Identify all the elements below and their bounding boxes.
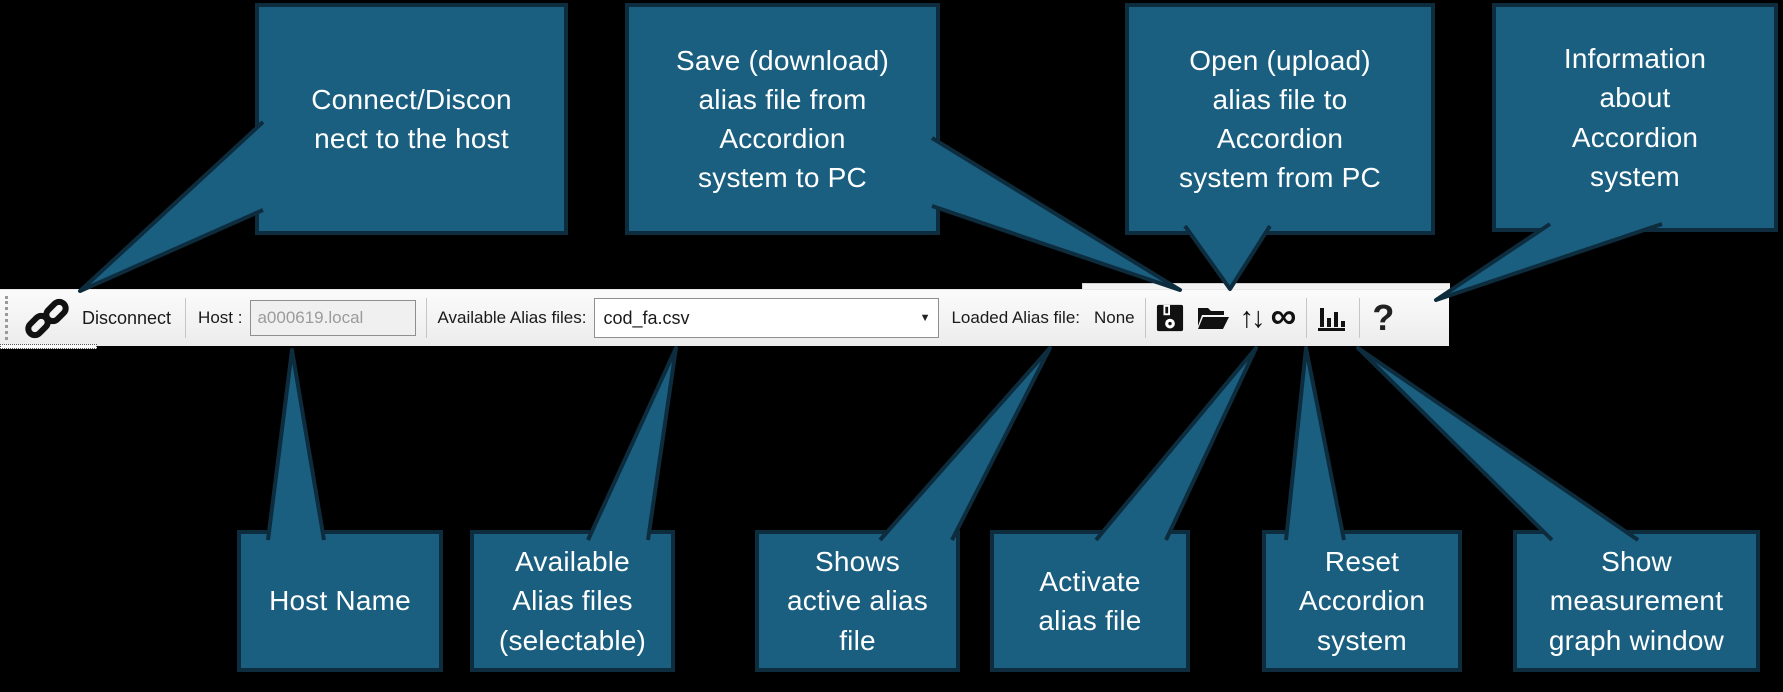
tail-shows-active-alias [878, 346, 1052, 542]
host-input[interactable] [250, 300, 417, 336]
available-alias-selected-value: cod_fa.csv [603, 307, 690, 328]
show-graph-button[interactable] [1317, 303, 1347, 333]
tail-available-alias-files [586, 346, 678, 541]
callout-open-upload: Open (upload) alias file to Accordion sy… [1125, 3, 1435, 235]
available-alias-files-label: Available Alias files: [437, 308, 587, 327]
bar-chart-icon [1317, 303, 1347, 333]
callout-available-alias-files: Available Alias files (selectable) [470, 530, 675, 672]
callout-save-download-text: Save (download) alias file from Accordio… [675, 44, 890, 194]
callout-connect-disconnect-text: Connect/Discon nect to the host [311, 83, 512, 154]
help-button[interactable]: ? [1372, 300, 1394, 336]
available-alias-files-select[interactable]: cod_fa.csv ▼ [594, 298, 940, 338]
infinity-icon: ∞ [1270, 295, 1297, 336]
disconnect-label: Disconnect [82, 307, 172, 328]
callout-host-name: Host Name [237, 530, 443, 672]
disconnect-button[interactable]: Disconnect [22, 297, 171, 339]
floppy-disk-icon [1156, 304, 1184, 332]
callout-reset-system-text: Reset Accordion system [1298, 546, 1426, 656]
toolbar-drag-handle[interactable] [5, 296, 8, 340]
loaded-alias-file-value: None [1094, 308, 1135, 327]
callout-show-graph: Show measurement graph window [1513, 530, 1760, 672]
callout-host-name-text: Host Name [269, 585, 411, 617]
callout-show-graph-text: Show measurement graph window [1548, 546, 1725, 656]
question-mark-icon: ? [1372, 297, 1395, 338]
callout-connect-disconnect: Connect/Discon nect to the host [255, 3, 568, 235]
selection-ants-strip [0, 344, 97, 349]
tail-connect-disconnect [78, 120, 265, 293]
toolbar-separator [1306, 298, 1308, 338]
callout-shows-active-alias: Shows active alias file [755, 530, 960, 672]
callout-information-text: Information about Accordion system [1563, 43, 1707, 192]
open-folder-icon [1196, 305, 1230, 331]
toolbar-separator [1359, 298, 1361, 338]
callout-information: Information about Accordion system [1492, 3, 1778, 232]
callout-save-download: Save (download) alias file from Accordio… [625, 3, 940, 235]
tail-host-name [266, 348, 326, 541]
callout-open-upload-text: Open (upload) alias file to Accordion sy… [1179, 44, 1381, 194]
callout-activate-alias-text: Activate alias file [1038, 565, 1142, 636]
tail-open-upload [1183, 224, 1272, 291]
callout-shows-active-alias-text: Shows active alias file [787, 546, 928, 656]
toolbar-separator [185, 298, 187, 338]
callout-reset-system: Reset Accordion system [1262, 530, 1462, 672]
activate-alias-button[interactable]: ↑↓ [1239, 301, 1266, 335]
reset-system-button[interactable]: ∞ [1271, 298, 1297, 334]
callout-available-alias-files-text: Available Alias files (selectable) [498, 546, 647, 656]
loaded-alias-file-label: Loaded Alias file: [951, 308, 1080, 327]
tail-information [1434, 222, 1663, 302]
save-alias-file-button[interactable] [1156, 304, 1184, 332]
tail-show-graph [1356, 346, 1640, 542]
tail-reset-system [1284, 346, 1346, 541]
host-label: Host : [198, 308, 243, 327]
toolbar: Disconnect Host : Available Alias files:… [0, 289, 1449, 346]
toolbar-separator [1144, 298, 1146, 338]
toolbar-separator [426, 298, 428, 338]
chevron-down-icon: ▼ [919, 312, 931, 324]
open-alias-file-button[interactable] [1196, 305, 1230, 331]
up-down-arrows-icon: ↑↓ [1239, 301, 1266, 334]
chain-link-icon [22, 297, 72, 339]
tail-activate-alias [1094, 346, 1258, 542]
callout-activate-alias: Activate alias file [990, 530, 1190, 672]
